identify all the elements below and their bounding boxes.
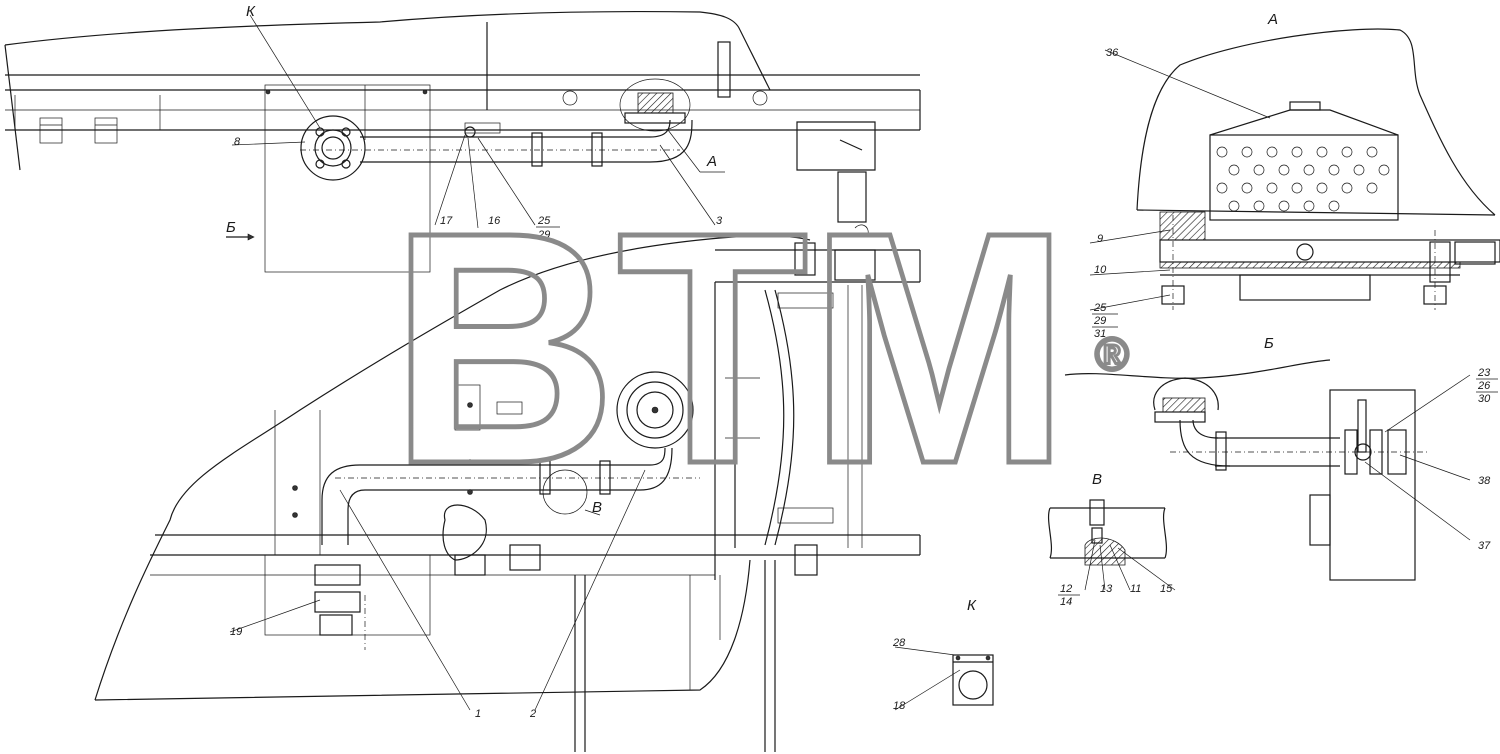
view-v <box>1047 499 1168 566</box>
callout-1: 1 <box>475 708 481 720</box>
drain-valve <box>314 564 366 650</box>
flange-k <box>300 115 366 181</box>
watermark-registered: ® <box>1095 328 1129 380</box>
callout-rules <box>536 226 1498 596</box>
view-v-mark: В <box>592 499 602 516</box>
callout-11: 11 <box>1130 583 1141 595</box>
callout-14: 14 <box>1060 596 1072 608</box>
lower-pipe <box>321 447 700 545</box>
view-a-mark: A <box>706 153 717 170</box>
perforation-holes <box>1216 146 1390 212</box>
callout-3: 3 <box>716 215 723 227</box>
view-k-mark: К <box>246 3 256 20</box>
view-b-mark: Б <box>226 219 236 236</box>
lower-flange <box>616 371 694 449</box>
left-supports <box>14 95 161 144</box>
callout-16: 16 <box>488 215 501 227</box>
callout-9: 9 <box>1097 233 1103 245</box>
callout-18: 18 <box>893 700 906 712</box>
callout-15: 15 <box>1160 583 1173 595</box>
callout-25-a: 25 <box>1093 302 1107 314</box>
view-b-pipe <box>1170 399 1430 475</box>
callout-19: 19 <box>230 626 242 638</box>
leader-lines <box>229 14 1471 711</box>
strainer-a-main <box>619 78 691 132</box>
callout-30: 30 <box>1478 393 1491 405</box>
callout-26: 26 <box>1477 380 1491 392</box>
callout-25-main: 25 <box>537 215 551 227</box>
watermark-text: BTM <box>390 163 1070 532</box>
view-k <box>952 654 994 706</box>
callout-2: 2 <box>529 708 536 720</box>
view-b-title: Б <box>1264 335 1274 352</box>
callout-23: 23 <box>1477 367 1491 379</box>
callout-29-main: 29 <box>537 229 550 241</box>
callout-31: 31 <box>1094 328 1106 340</box>
callouts: 8 17 16 25 29 3 19 1 2 36 9 10 25 29 31 … <box>230 47 1491 720</box>
view-k-title: К <box>967 597 977 614</box>
callout-8: 8 <box>234 136 241 148</box>
main-view <box>4 10 921 752</box>
view-v-title: В <box>1092 471 1102 488</box>
watermark: BTM ® <box>388 161 1131 535</box>
callout-17: 17 <box>440 215 453 227</box>
view-b <box>1064 359 1430 581</box>
callout-29-a: 29 <box>1093 315 1106 327</box>
view-a <box>1136 28 1500 310</box>
callout-36: 36 <box>1106 47 1119 59</box>
view-a-title: A <box>1267 11 1278 28</box>
upper-pipe <box>300 119 693 167</box>
callout-37: 37 <box>1478 540 1491 552</box>
callout-28: 28 <box>892 637 906 649</box>
callout-10: 10 <box>1094 264 1107 276</box>
callout-12: 12 <box>1060 583 1072 595</box>
top-valve <box>717 41 876 223</box>
callout-38: 38 <box>1478 475 1491 487</box>
callout-13: 13 <box>1100 583 1113 595</box>
